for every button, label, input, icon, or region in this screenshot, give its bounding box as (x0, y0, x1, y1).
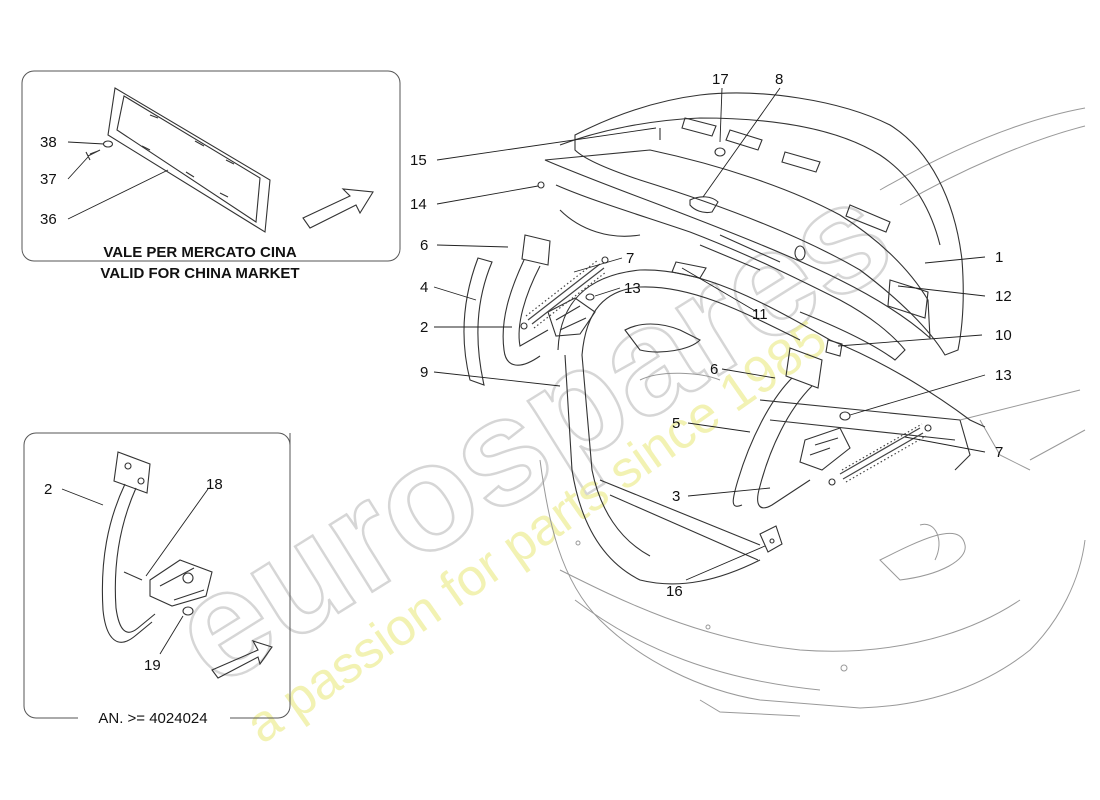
callout-19: 19 (144, 657, 161, 674)
callout-10: 10 (995, 327, 1012, 344)
callout-13: 13 (995, 367, 1012, 384)
gas-strut-right (828, 423, 932, 486)
callout-15: 15 (410, 152, 427, 169)
callout-37: 37 (40, 171, 57, 188)
watermark: eurospares a passion for parts since 198… (142, 145, 919, 755)
callout-7: 7 (995, 444, 1003, 461)
callout-17: 17 (712, 71, 729, 88)
callout-1: 1 (995, 249, 1003, 266)
callout-11: 11 (752, 306, 768, 323)
watermark-brand: eurospares (143, 146, 918, 717)
callout-6: 6 (420, 237, 428, 254)
callout-3: 3 (672, 488, 680, 505)
gas-strut-left (520, 256, 609, 330)
direction-arrow (211, 640, 273, 679)
callout-9: 9 (420, 364, 428, 381)
license-plate-frame-drawing (107, 87, 271, 233)
callout-14: 14 (410, 196, 427, 213)
callout-36: 36 (40, 211, 57, 228)
inset-caption-english: VALID FOR CHINA MARKET (100, 265, 299, 282)
callout-8: 8 (775, 71, 783, 88)
inset-frame (23, 432, 291, 719)
callout-12: 12 (995, 288, 1012, 305)
callout-18: 18 (206, 476, 223, 493)
callout-4: 4 (420, 279, 428, 296)
callout-5: 5 (672, 415, 680, 432)
inset-caption-italian: VALE PER MERCATO CINA (103, 244, 297, 261)
car-rear-drawing (463, 92, 1086, 717)
inset-frame (21, 70, 401, 262)
callout-13: 13 (624, 280, 641, 297)
callout-2: 2 (420, 319, 428, 336)
main-leader-lines (433, 87, 986, 581)
callout-38: 38 (40, 134, 57, 151)
callout-16: 16 (666, 583, 683, 600)
hinge-arm-drawing (101, 451, 213, 643)
callout-7: 7 (626, 250, 634, 267)
direction-arrow (302, 188, 374, 229)
callout-2: 2 (44, 481, 52, 498)
inset-china-market: 38 37 36 VALE PER MERCATO CINA VALID FOR… (21, 70, 401, 282)
main-callouts: 17 8 15 14 6 7 13 4 2 9 1 12 11 10 6 13 … (410, 71, 1012, 600)
inset-hinge-variant: 2 18 19 AN. >= 4024024 (23, 432, 291, 727)
callout-6: 6 (710, 361, 718, 378)
inset-serial-note: AN. >= 4024024 (98, 710, 207, 727)
